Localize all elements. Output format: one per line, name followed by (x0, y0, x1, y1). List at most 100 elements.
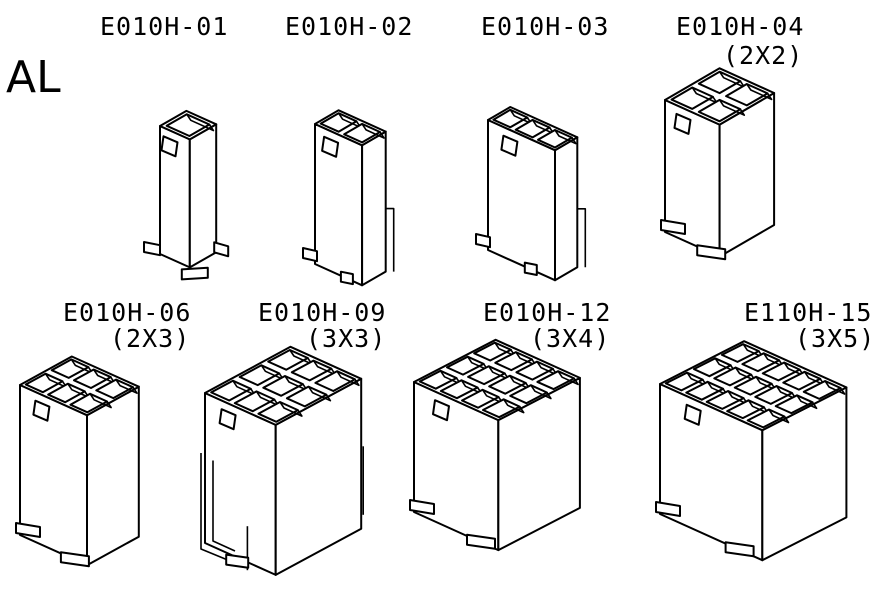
cavity (257, 401, 299, 423)
foot-peg (523, 261, 538, 276)
cavity (685, 380, 725, 401)
foot-peg (180, 266, 209, 281)
cavity (50, 358, 90, 379)
connector-e010h-01 (143, 109, 230, 281)
top-face (413, 338, 581, 422)
cavity (467, 365, 506, 386)
cavity (782, 370, 822, 391)
cavity (473, 341, 512, 362)
cavity (233, 390, 276, 413)
foot-peg (475, 233, 491, 249)
latch-tab (683, 403, 702, 426)
foot-peg (724, 541, 755, 558)
cavity (713, 366, 753, 387)
part-grid-12: (3X4) (530, 324, 610, 353)
part-grid-6: (2X3) (110, 324, 190, 353)
cavity (509, 384, 548, 405)
connector-e010h-04 (660, 67, 776, 261)
cavity (720, 343, 760, 363)
latch-tab (218, 408, 237, 431)
top-face (664, 67, 776, 126)
latch-tab (432, 399, 450, 422)
foot-peg (660, 219, 686, 235)
latch-tab (160, 135, 179, 158)
foot-peg (302, 247, 318, 263)
connector-e010h-12 (409, 338, 581, 552)
foot-peg (213, 241, 230, 258)
part-grid-4: (2X2) (723, 41, 803, 70)
foot-peg (466, 533, 496, 550)
cavity (733, 375, 773, 396)
cavity (165, 113, 211, 137)
cavity (697, 70, 742, 95)
cavity (802, 380, 842, 400)
cavity (290, 359, 333, 382)
foot-peg (655, 501, 681, 517)
cavity (69, 392, 109, 414)
foot-peg (225, 553, 250, 569)
foot-peg (339, 270, 354, 286)
cavity (262, 375, 304, 397)
part-label-15: E110H-15 (744, 298, 872, 327)
part-label-2: E010H-02 (285, 12, 413, 41)
cavity (314, 370, 356, 392)
cavity (418, 369, 458, 390)
part-grid-15: (3X5) (795, 324, 875, 353)
part-label-9: E010H-09 (258, 298, 386, 327)
foot-peg (696, 244, 727, 261)
part-label-6: E010H-06 (63, 298, 191, 327)
frame-rail (200, 453, 236, 564)
connector-e010h-09 (200, 345, 365, 576)
foot-peg (15, 522, 41, 538)
latch-tab (673, 112, 692, 135)
cavity (95, 378, 134, 400)
cavity (492, 108, 529, 129)
foot-peg (59, 551, 90, 568)
cavity (482, 398, 521, 419)
cavity (47, 382, 86, 404)
cavity (746, 408, 786, 429)
cavity (73, 368, 112, 389)
part-label-3: E010H-03 (481, 12, 609, 41)
cavity (514, 118, 551, 139)
foot-peg (143, 241, 161, 257)
connector-e010h-03 (475, 106, 587, 282)
connector-e010h-02 (302, 109, 395, 287)
cavity (319, 112, 358, 133)
cavity (692, 357, 732, 378)
cavity (494, 351, 533, 372)
cavity (725, 83, 769, 107)
front-face (19, 384, 88, 567)
cavity (446, 355, 485, 376)
cavity (726, 399, 766, 420)
cavity (439, 379, 479, 400)
cavity (536, 370, 576, 391)
side-face (188, 123, 218, 269)
side-face (554, 136, 579, 282)
cavity (267, 349, 309, 371)
part-label-4: E010H-04 (676, 12, 804, 41)
foot-peg (409, 499, 435, 515)
latch-tab (32, 399, 51, 422)
side-face (86, 385, 140, 567)
cavity (515, 360, 554, 381)
cavity (238, 364, 281, 387)
cavity (285, 385, 328, 408)
cavity (461, 388, 500, 409)
cavity (670, 86, 714, 110)
latch-tab (500, 134, 519, 157)
part-label-1: E010H-01 (100, 12, 228, 41)
cavity (754, 385, 794, 405)
top-face (19, 355, 140, 417)
cavity (210, 379, 252, 402)
cavity (761, 361, 801, 382)
connector-e010h-06 (15, 355, 140, 568)
cavity (705, 390, 745, 410)
cavity (697, 98, 742, 123)
cavity (741, 352, 781, 373)
cavity (774, 394, 814, 415)
part-grid-9: (3X3) (306, 324, 386, 353)
cavity (664, 371, 704, 392)
cavity (537, 129, 573, 149)
